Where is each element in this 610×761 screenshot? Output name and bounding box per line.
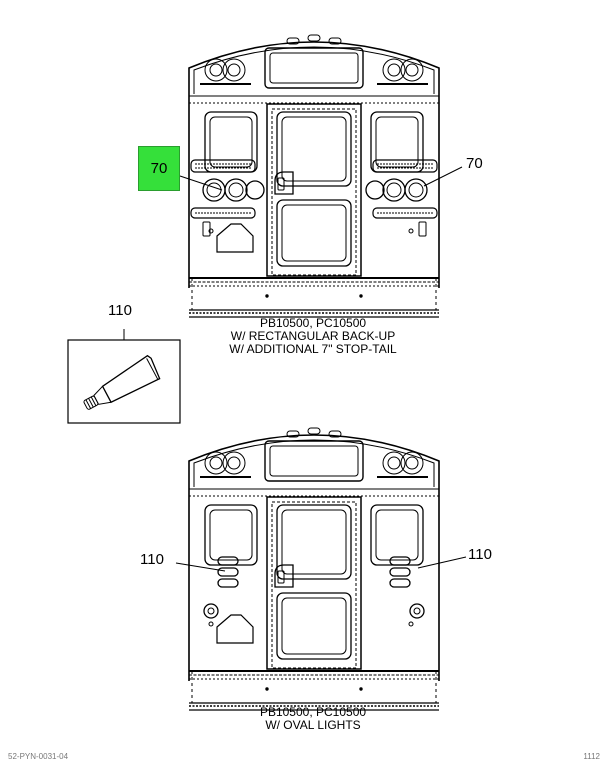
caption-bottom-line2: W/ OVAL LIGHTS: [265, 718, 361, 732]
callout-label: 70: [150, 160, 168, 177]
page-number: 1112: [583, 752, 600, 761]
caption-bottom-line1: PB10500, PC10500: [259, 705, 367, 719]
caption-top-line2: W/ RECTANGULAR BACK-UP: [230, 329, 396, 343]
callout-110-right[interactable]: 110: [468, 546, 492, 563]
callout-110-tube[interactable]: 110: [108, 302, 132, 319]
bus-rear-view-bottom: [188, 427, 440, 711]
callout-110-left[interactable]: 110: [140, 551, 164, 568]
caption-top: PB10500, PC10500 W/ RECTANGULAR BACK-UP …: [163, 317, 463, 356]
drawing-number: 52-PYN-0031-04: [8, 752, 69, 761]
callout-70-right[interactable]: 70: [466, 155, 483, 172]
leader-lines: [175, 166, 467, 572]
caption-bottom: PB10500, PC10500 W/ OVAL LIGHTS: [163, 706, 463, 732]
callout-70-left[interactable]: 70: [138, 146, 180, 191]
caption-top-line1: PB10500, PC10500: [259, 316, 367, 330]
bus-rear-view-top: [188, 34, 440, 318]
caption-top-line3: W/ ADDITIONAL 7" STOP-TAIL: [229, 342, 397, 356]
sealant-tube-illustration: [67, 329, 181, 424]
